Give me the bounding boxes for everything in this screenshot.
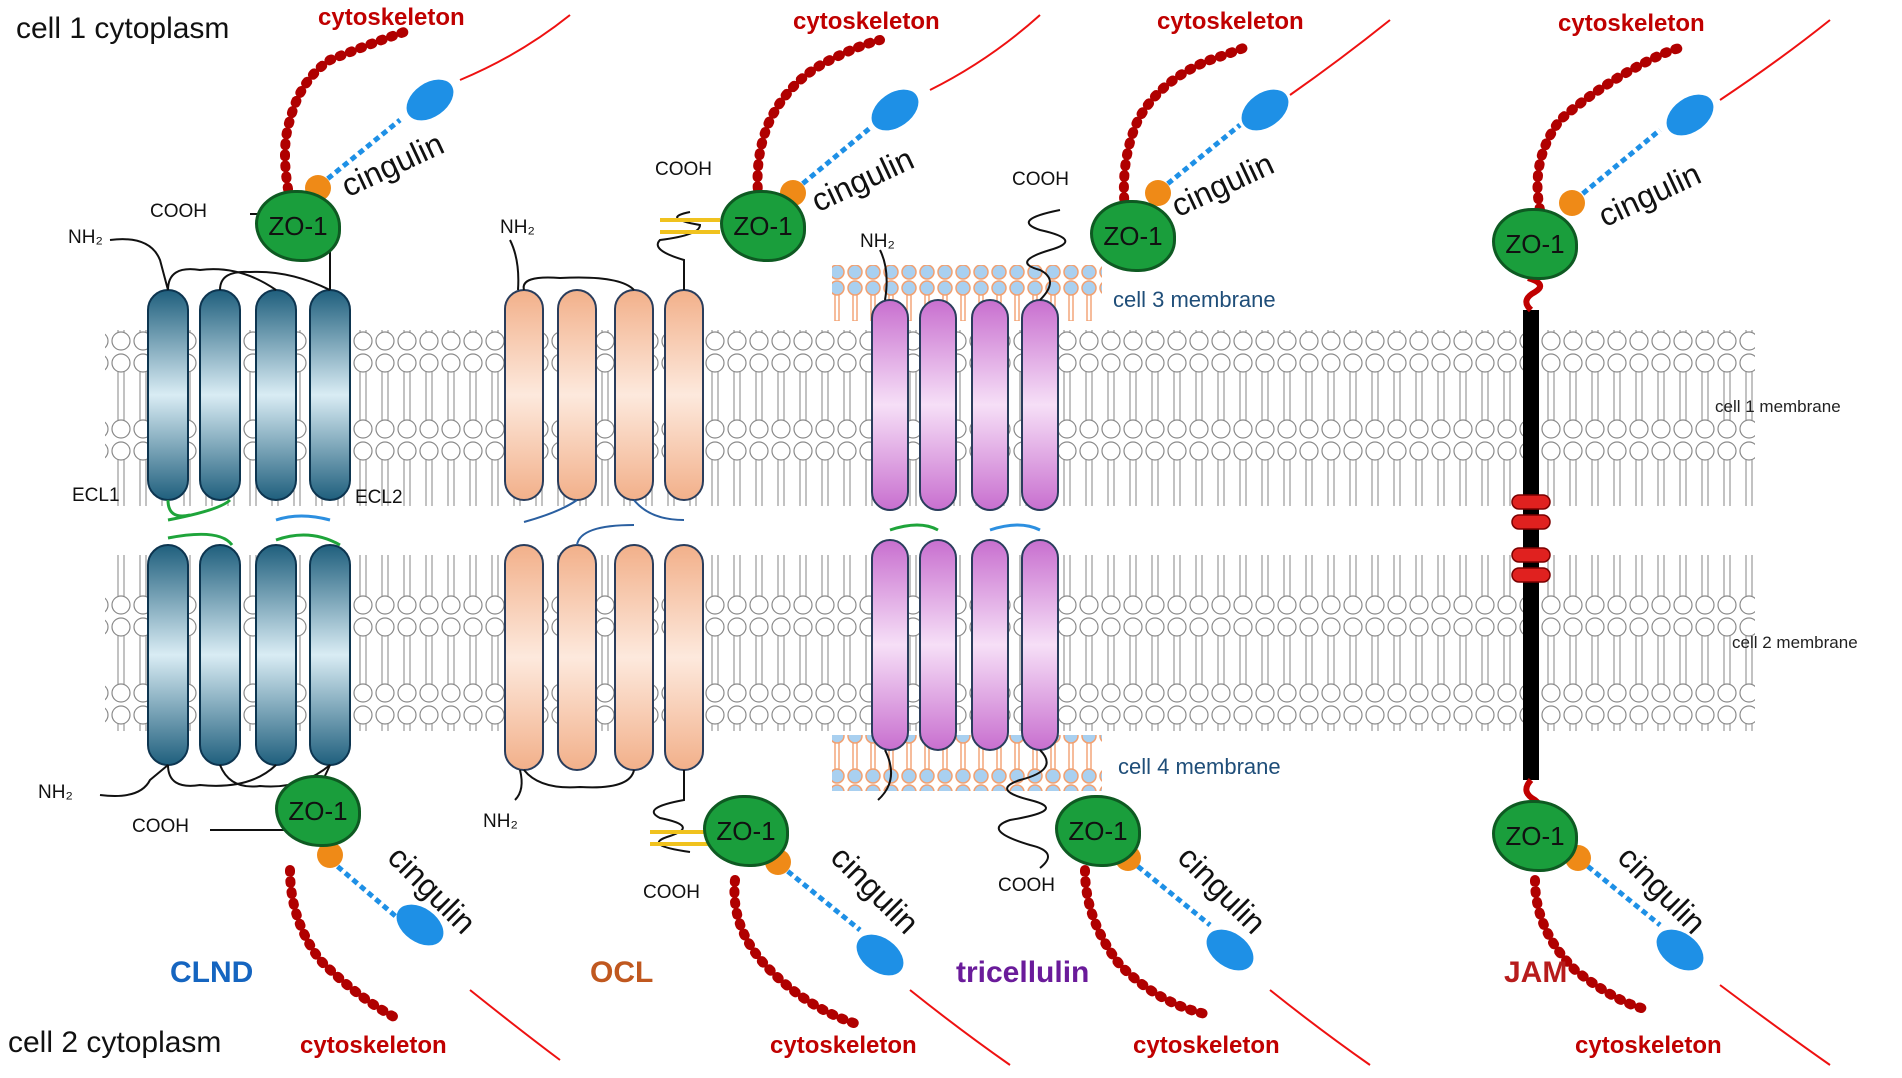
zo1-tri-bottom: ZO-1: [1055, 795, 1141, 867]
cell4-membrane-label: cell 4 membrane: [1118, 754, 1281, 779]
nh2-label: NH₂: [500, 217, 535, 238]
cooh-label: COOH: [132, 816, 189, 837]
cooh-label: COOH: [1012, 169, 1069, 190]
cytoskeleton-label: cytoskeleton: [318, 4, 465, 31]
cytoskeleton-label: cytoskeleton: [1558, 10, 1705, 37]
claudin-protein: [99, 213, 351, 831]
cell3-membrane-label: cell 3 membrane: [1113, 287, 1276, 312]
protein-label-clnd: CLND: [170, 956, 254, 989]
cell2-membrane-label: cell 2 membrane: [1732, 633, 1858, 652]
occludin-protein: [504, 211, 720, 853]
tricellulin-protein: [871, 209, 1066, 869]
cytoskeleton-label: cytoskeleton: [1157, 8, 1304, 35]
zo1-ocl-bottom: ZO-1: [703, 795, 789, 867]
protein-label-tricellulin: tricellulin: [956, 956, 1090, 989]
nh2-label: NH₂: [860, 231, 895, 252]
zo1-jam-top: ZO-1: [1492, 208, 1578, 280]
zo1-tri-top: ZO-1: [1090, 200, 1176, 272]
zo1-jam-bottom: ZO-1: [1492, 800, 1578, 872]
ecl2-label: ECL2: [355, 487, 403, 508]
jam-protein: [1511, 275, 1551, 821]
ecl1-label: ECL1: [72, 485, 120, 506]
bottom-cytoskeleton-assemblies: [285, 858, 1831, 1066]
cytoskeleton-label: cytoskeleton: [1575, 1032, 1722, 1059]
nh2-label: NH₂: [68, 227, 103, 248]
cingulin-tails: [396, 79, 1714, 976]
zo1-clnd-top: ZO-1: [255, 190, 341, 262]
cooh-label: COOH: [655, 159, 712, 180]
cooh-label: COOH: [150, 201, 207, 222]
cytoskeleton-label: cytoskeleton: [770, 1032, 917, 1059]
top-cytoskeleton-assemblies: [280, 14, 1831, 215]
cooh-label: COOH: [998, 875, 1055, 896]
cooh-label: COOH: [643, 882, 700, 903]
claudin-upper-helices: [147, 289, 351, 501]
cytoskeleton-label: cytoskeleton: [1133, 1032, 1280, 1059]
cytoskeleton-label: cytoskeleton: [793, 8, 940, 35]
nh2-label: NH₂: [38, 782, 73, 803]
nh2-label: NH₂: [483, 811, 518, 832]
zo1-clnd-bottom: ZO-1: [275, 775, 361, 847]
claudin-lower-helices: [147, 544, 351, 766]
cytoskeleton-label: cytoskeleton: [300, 1032, 447, 1059]
protein-label-jam: JAM: [1504, 956, 1568, 989]
jam-ig-domains: [1511, 494, 1551, 583]
cell4-membrane-bilayer: [832, 735, 1102, 791]
protein-label-ocl: OCL: [590, 956, 654, 989]
cell1-membrane-label: cell 1 membrane: [1715, 397, 1841, 416]
cell1-cytoplasm-label: cell 1 cytoplasm: [16, 12, 230, 45]
cell2-cytoplasm-label: cell 2 cytoplasm: [8, 1026, 222, 1059]
zo1-ocl-top: ZO-1: [720, 190, 806, 262]
